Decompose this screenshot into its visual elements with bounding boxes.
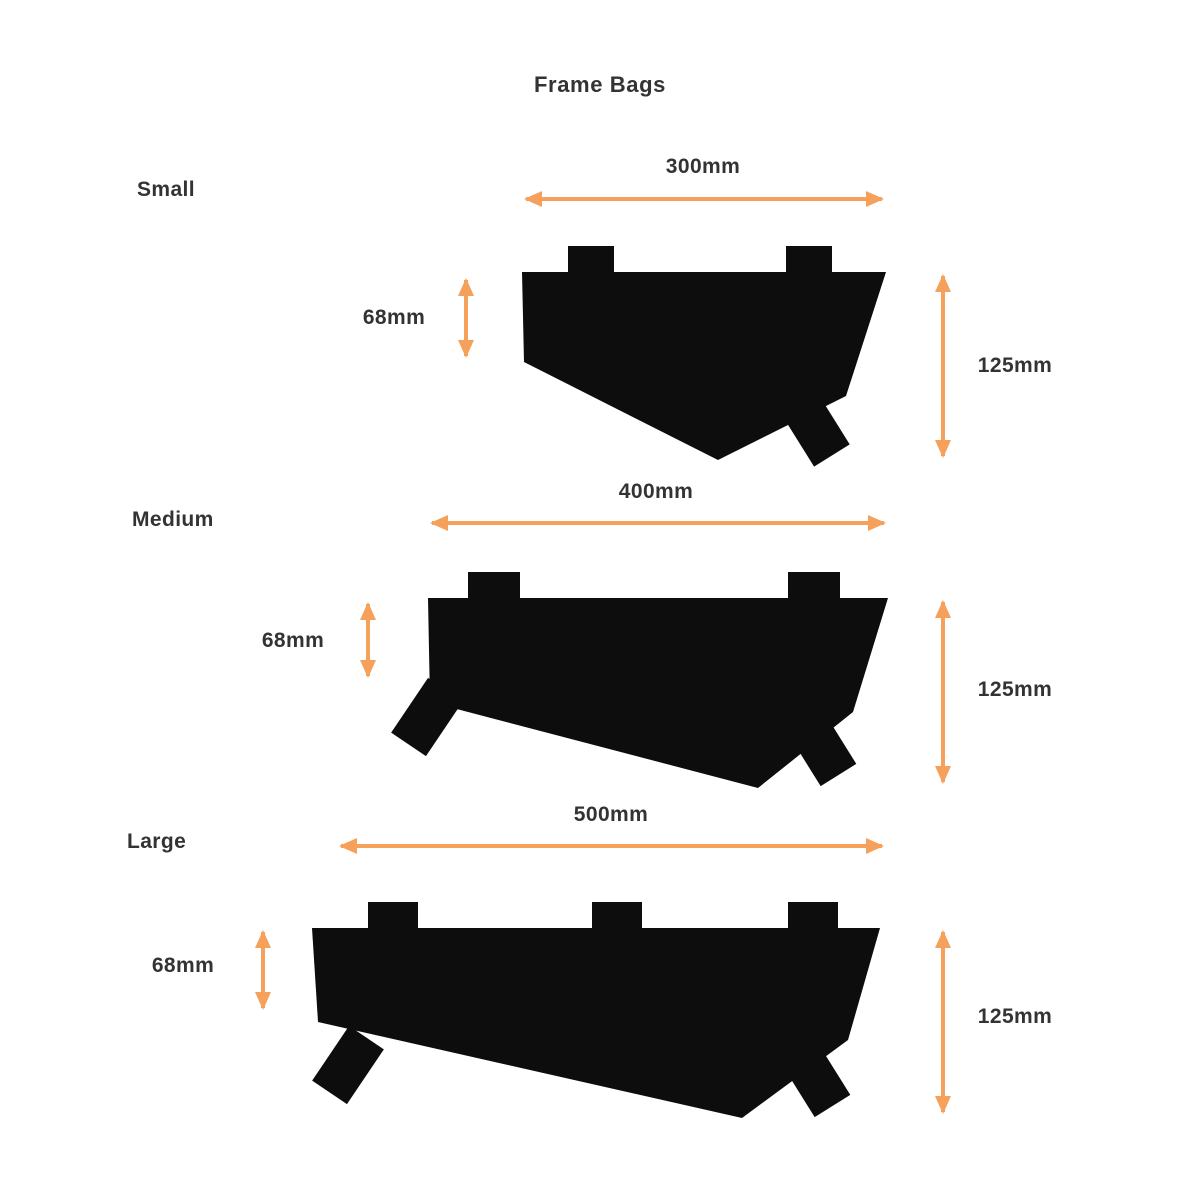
medium-width-label: 400mm <box>618 480 694 503</box>
size-label-small: Small <box>137 178 196 201</box>
large-bag-body <box>312 928 880 1118</box>
large-bag-strap-tab <box>368 902 418 932</box>
small-height-label: 125mm <box>977 354 1053 377</box>
large-width-label: 500mm <box>573 803 649 826</box>
medium-bag-body <box>428 598 888 788</box>
medium-bag-strap-tab <box>788 572 840 602</box>
size-label-medium: Medium <box>132 508 214 531</box>
large-bag-strap-tab <box>592 902 642 932</box>
large-bag-silhouette <box>312 902 880 1118</box>
medium-strap-height-label: 68mm <box>261 629 325 652</box>
large-bag-strap-tab <box>788 902 838 932</box>
small-bag-strap-tab <box>786 246 832 276</box>
small-bag-body <box>522 272 886 460</box>
small-width-label: 300mm <box>665 155 741 178</box>
medium-height-label: 125mm <box>977 678 1053 701</box>
small-bag-silhouette <box>522 246 886 467</box>
large-bag-bottom-left-strap <box>312 1025 384 1105</box>
size-label-large: Large <box>127 830 187 853</box>
medium-bag-silhouette <box>391 572 888 788</box>
diagram-title: Frame Bags <box>534 72 666 97</box>
small-bag-strap-tab <box>568 246 614 276</box>
small-strap-height-label: 68mm <box>362 306 426 329</box>
large-height-label: 125mm <box>977 1005 1053 1028</box>
medium-bag-strap-tab <box>468 572 520 602</box>
large-strap-height-label: 68mm <box>151 954 215 977</box>
